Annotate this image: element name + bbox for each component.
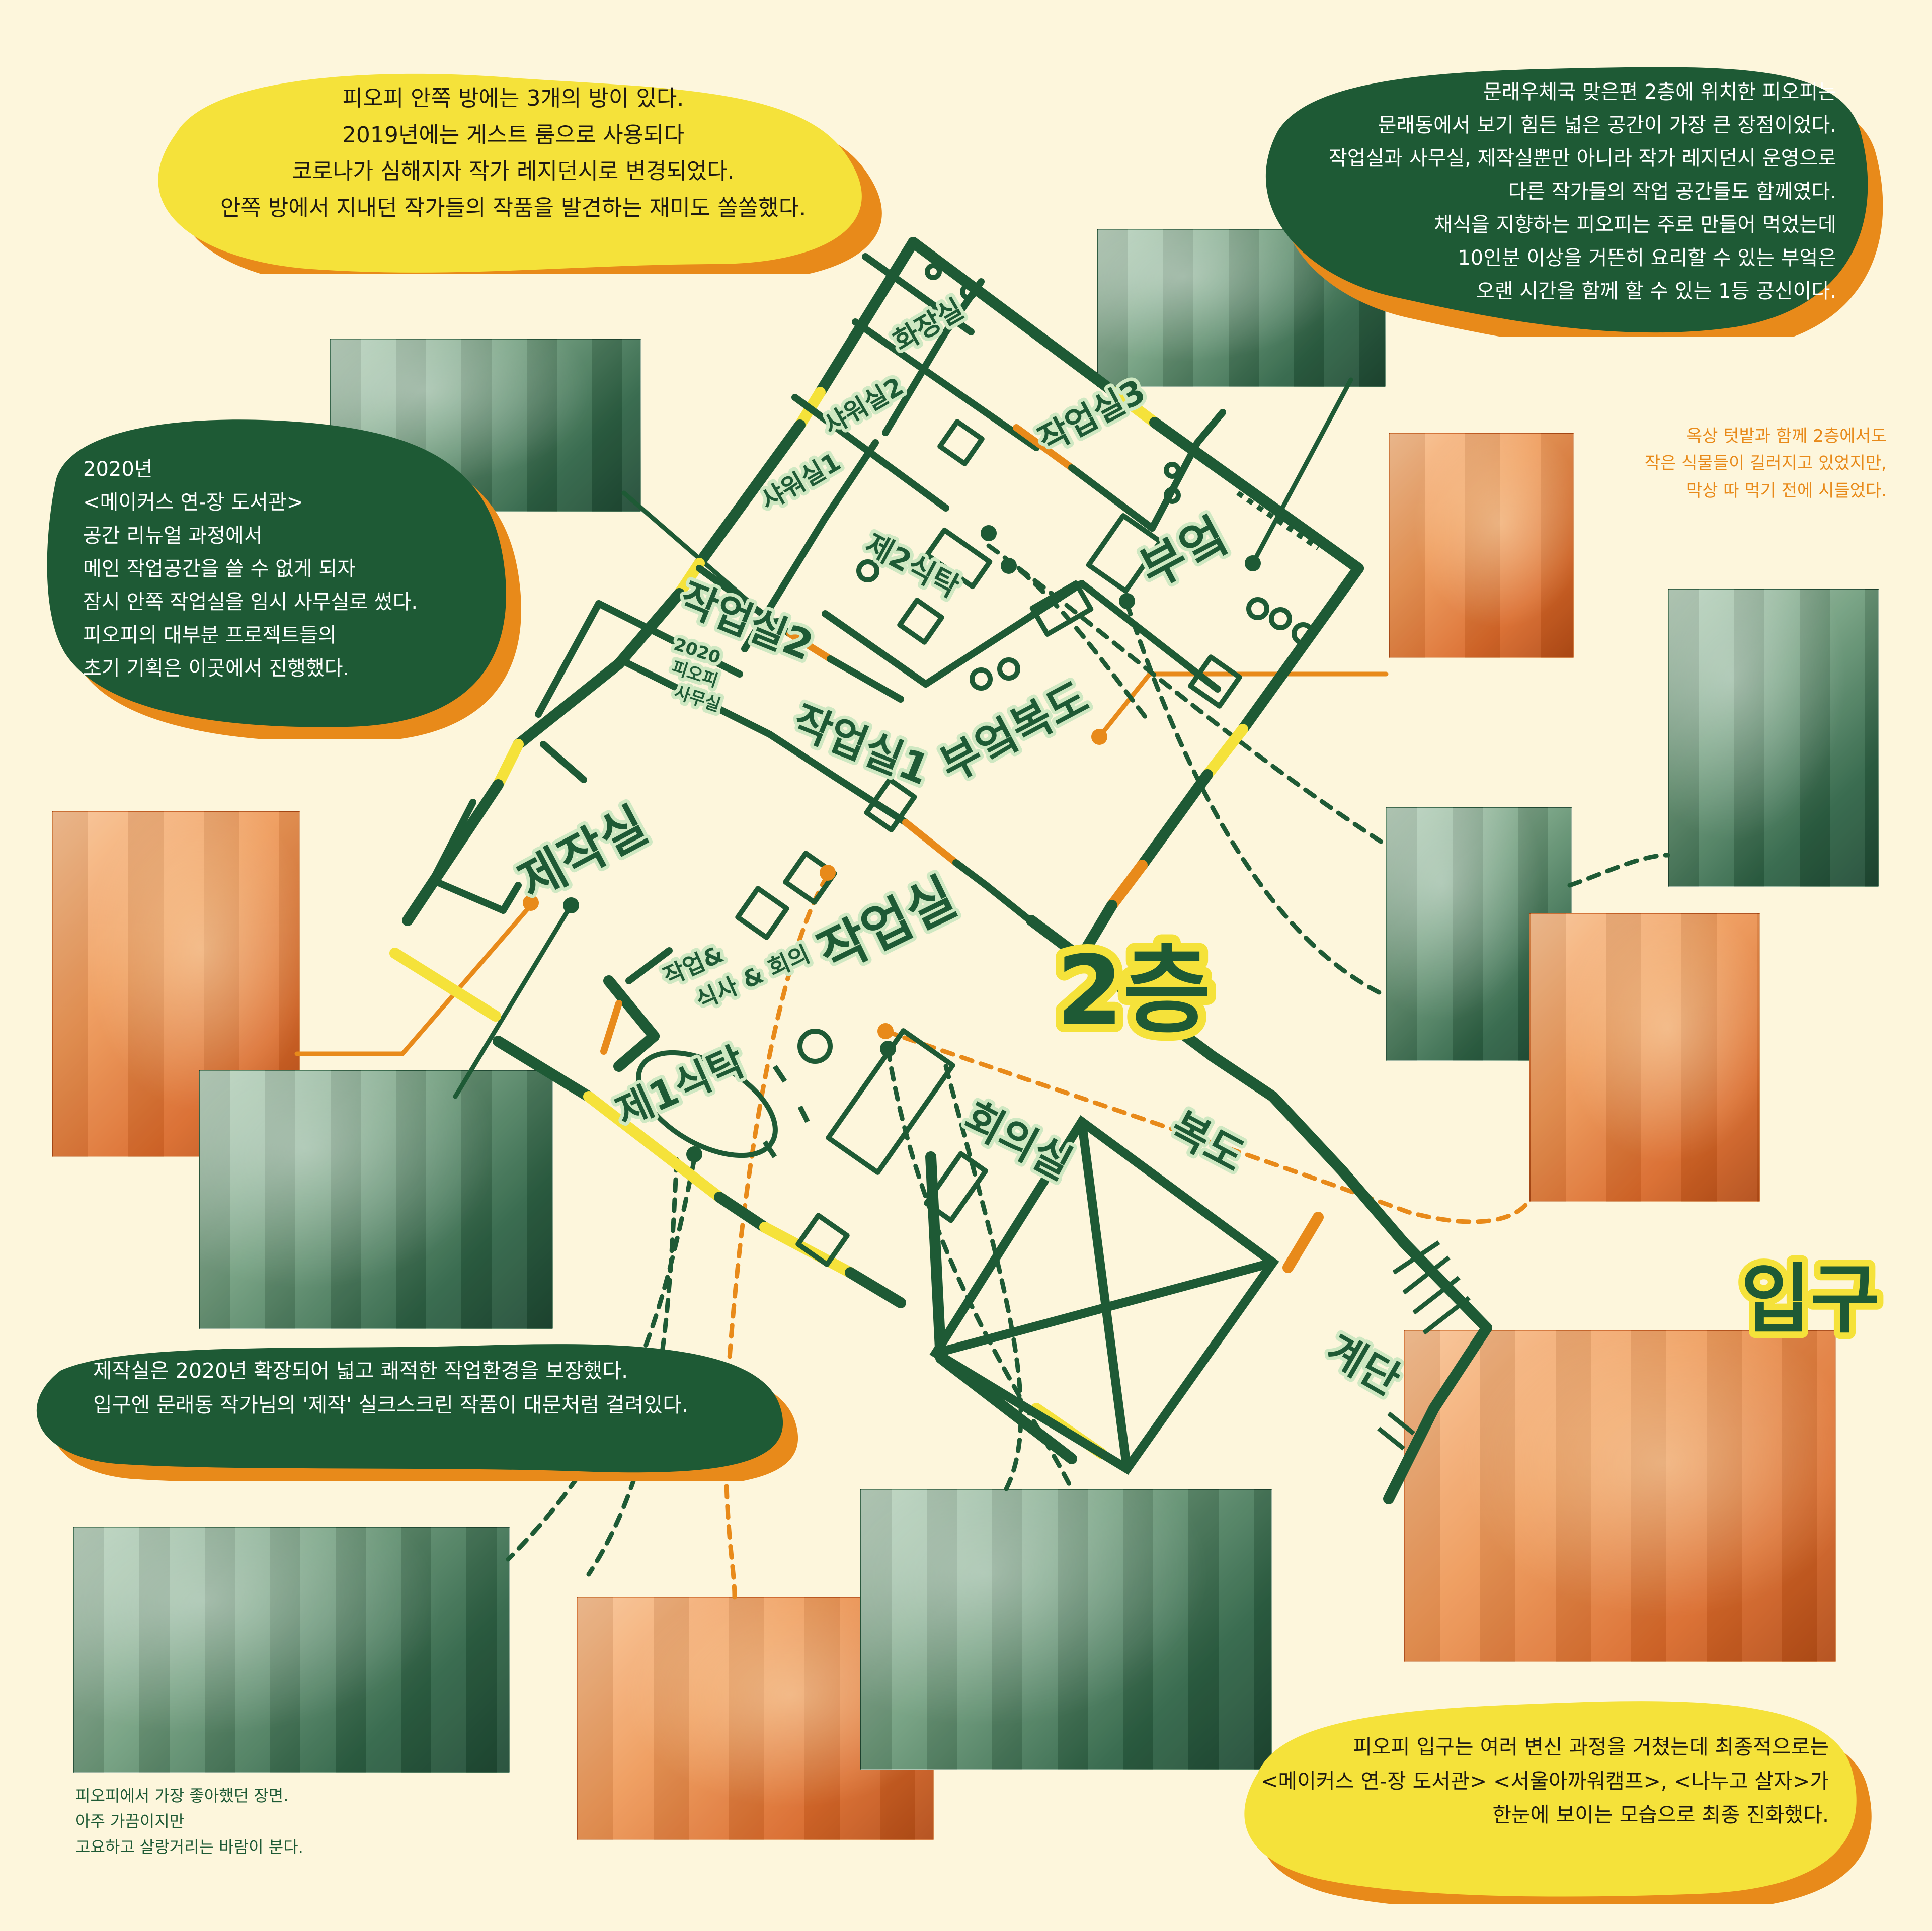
note-bottom-right: 피오피 입구는 여러 변신 과정을 거쳤는데 최종적으로는 <메이커스 연-장 … <box>1261 1735 1829 1827</box>
room-label-stairs: 계단 <box>1318 1325 1408 1405</box>
room-label-studio3: 작업실3 <box>1032 372 1152 460</box>
photo-studio <box>860 1489 1272 1770</box>
note-blob-bottom-right <box>1244 1701 1872 1904</box>
photo-window-scene <box>73 1527 510 1773</box>
room-label-office-2020: 2020 피오피 사무실 <box>658 634 737 716</box>
note-blob-bottom-left <box>36 1344 798 1481</box>
floor-label: 2층 <box>1057 935 1211 1046</box>
entrance-label: 입구 <box>1741 1256 1880 1344</box>
note-rooftop-plants: 옥상 텃밭과 함께 2층에서도 작은 식물들이 길러지고 있었지만, 막상 따 … <box>1644 426 1887 501</box>
stairs <box>1377 1240 1471 1451</box>
room-label-studio: 작업실 <box>809 866 965 984</box>
furniture <box>636 263 1242 1267</box>
photo-vegan-dishes <box>1668 589 1879 887</box>
kitchen-counter <box>1236 490 1320 645</box>
point-markers <box>523 525 1261 1162</box>
note-top-right: 문래우체국 맞은편 2층에 위치한 피오피는 문래동에서 보기 힘든 넓은 공간… <box>1328 80 1836 303</box>
photo-plants-corridor <box>1389 433 1574 658</box>
photo-entrance <box>1404 1330 1836 1662</box>
note-blob-top-right <box>1265 67 1883 337</box>
stairwell-void <box>929 1115 1279 1475</box>
room-label-hallway: 복도 <box>1163 1104 1252 1182</box>
photo-workshop <box>199 1070 553 1329</box>
note-left-mid: 2020년 <메이커스 연-장 도서관> 공간 리뉴얼 과정에서 메인 작업공간… <box>83 458 418 680</box>
room-label-studio1: 작업실1 <box>786 697 936 794</box>
note-favorite-scene: 피오피에서 가장 좋아했던 장면. 아주 가끔이지만 고요하고 살랑거리는 바람… <box>75 1786 303 1857</box>
connector-lines <box>294 377 1670 1600</box>
note-top-left: 피오피 안쪽 방에는 3개의 방이 있다. 2019년에는 게스트 룸으로 사용… <box>220 86 807 221</box>
room-label-work-meeting: 작업& 식사 & 회의 <box>659 908 814 1023</box>
photo-dining-party <box>1530 913 1760 1202</box>
room-label-kitchen-hallway: 부엌복도 <box>932 673 1096 792</box>
note-blob-left-mid <box>47 419 521 739</box>
note-bottom-left: 제작실은 2020년 확장되어 넓고 쾌적한 작업환경을 보장했다. 입구엔 문… <box>93 1359 688 1417</box>
room-label-workshop: 제작실 <box>510 797 657 911</box>
note-blob-top-left <box>158 73 882 274</box>
